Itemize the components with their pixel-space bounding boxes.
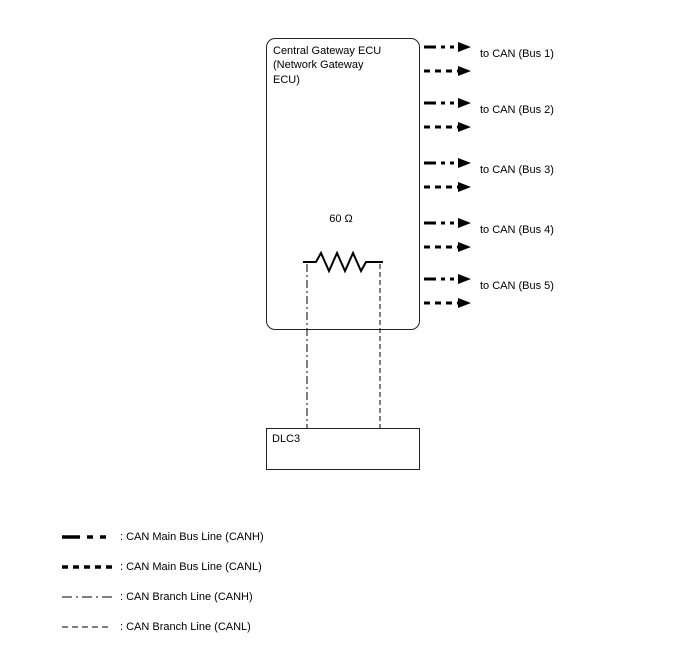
bus3-arrowhead-canl <box>458 182 471 192</box>
ecu-label: Central Gateway ECU (Network Gateway ECU… <box>273 45 382 86</box>
dlc3-label: DLC3 <box>272 433 301 445</box>
legend-row-branch-canl: : CAN Branch Line (CANL) <box>62 612 264 642</box>
bus4-arrowhead-canl <box>458 242 471 252</box>
bus-label-2: to CAN (Bus 2) <box>480 104 554 116</box>
bus2-arrowhead-canl <box>458 122 471 132</box>
resistor-value-label: 60 Ω <box>329 213 353 225</box>
dlc3-box: DLC3 <box>266 428 420 470</box>
main-bus-canh-line-icon <box>62 535 112 539</box>
bus1-arrowhead-canl <box>458 66 471 76</box>
resistor-icon <box>303 250 383 274</box>
bus-label-5: to CAN (Bus 5) <box>480 280 554 292</box>
main-bus-canl-line-icon <box>62 565 112 569</box>
bus3-arrowhead-canh <box>458 158 471 168</box>
legend-label-branch-canl: : CAN Branch Line (CANL) <box>120 621 251 633</box>
bus5-arrowhead-canh <box>458 274 471 284</box>
legend: : CAN Main Bus Line (CANH) : CAN Main Bu… <box>62 522 264 642</box>
bus4-arrowhead-canh <box>458 218 471 228</box>
legend-row-branch-canh: : CAN Branch Line (CANH) <box>62 582 264 612</box>
branch-canl-line-icon <box>62 626 112 628</box>
bus-label-4: to CAN (Bus 4) <box>480 224 554 236</box>
legend-label-main-canl: : CAN Main Bus Line (CANL) <box>120 561 262 573</box>
legend-label-branch-canh: : CAN Branch Line (CANH) <box>120 591 253 603</box>
bus-label-1: to CAN (Bus 1) <box>480 48 554 60</box>
legend-row-main-canh: : CAN Main Bus Line (CANH) <box>62 522 264 552</box>
bus-label-3: to CAN (Bus 3) <box>480 164 554 176</box>
legend-label-main-canh: : CAN Main Bus Line (CANH) <box>120 531 264 543</box>
bus2-arrowhead-canh <box>458 98 471 108</box>
legend-row-main-canl: : CAN Main Bus Line (CANL) <box>62 552 264 582</box>
bus5-arrowhead-canl <box>458 298 471 308</box>
bus1-arrowhead-canh <box>458 42 471 52</box>
central-gateway-ecu-box: Central Gateway ECU (Network Gateway ECU… <box>266 38 420 330</box>
branch-canh-line-icon <box>62 596 112 598</box>
